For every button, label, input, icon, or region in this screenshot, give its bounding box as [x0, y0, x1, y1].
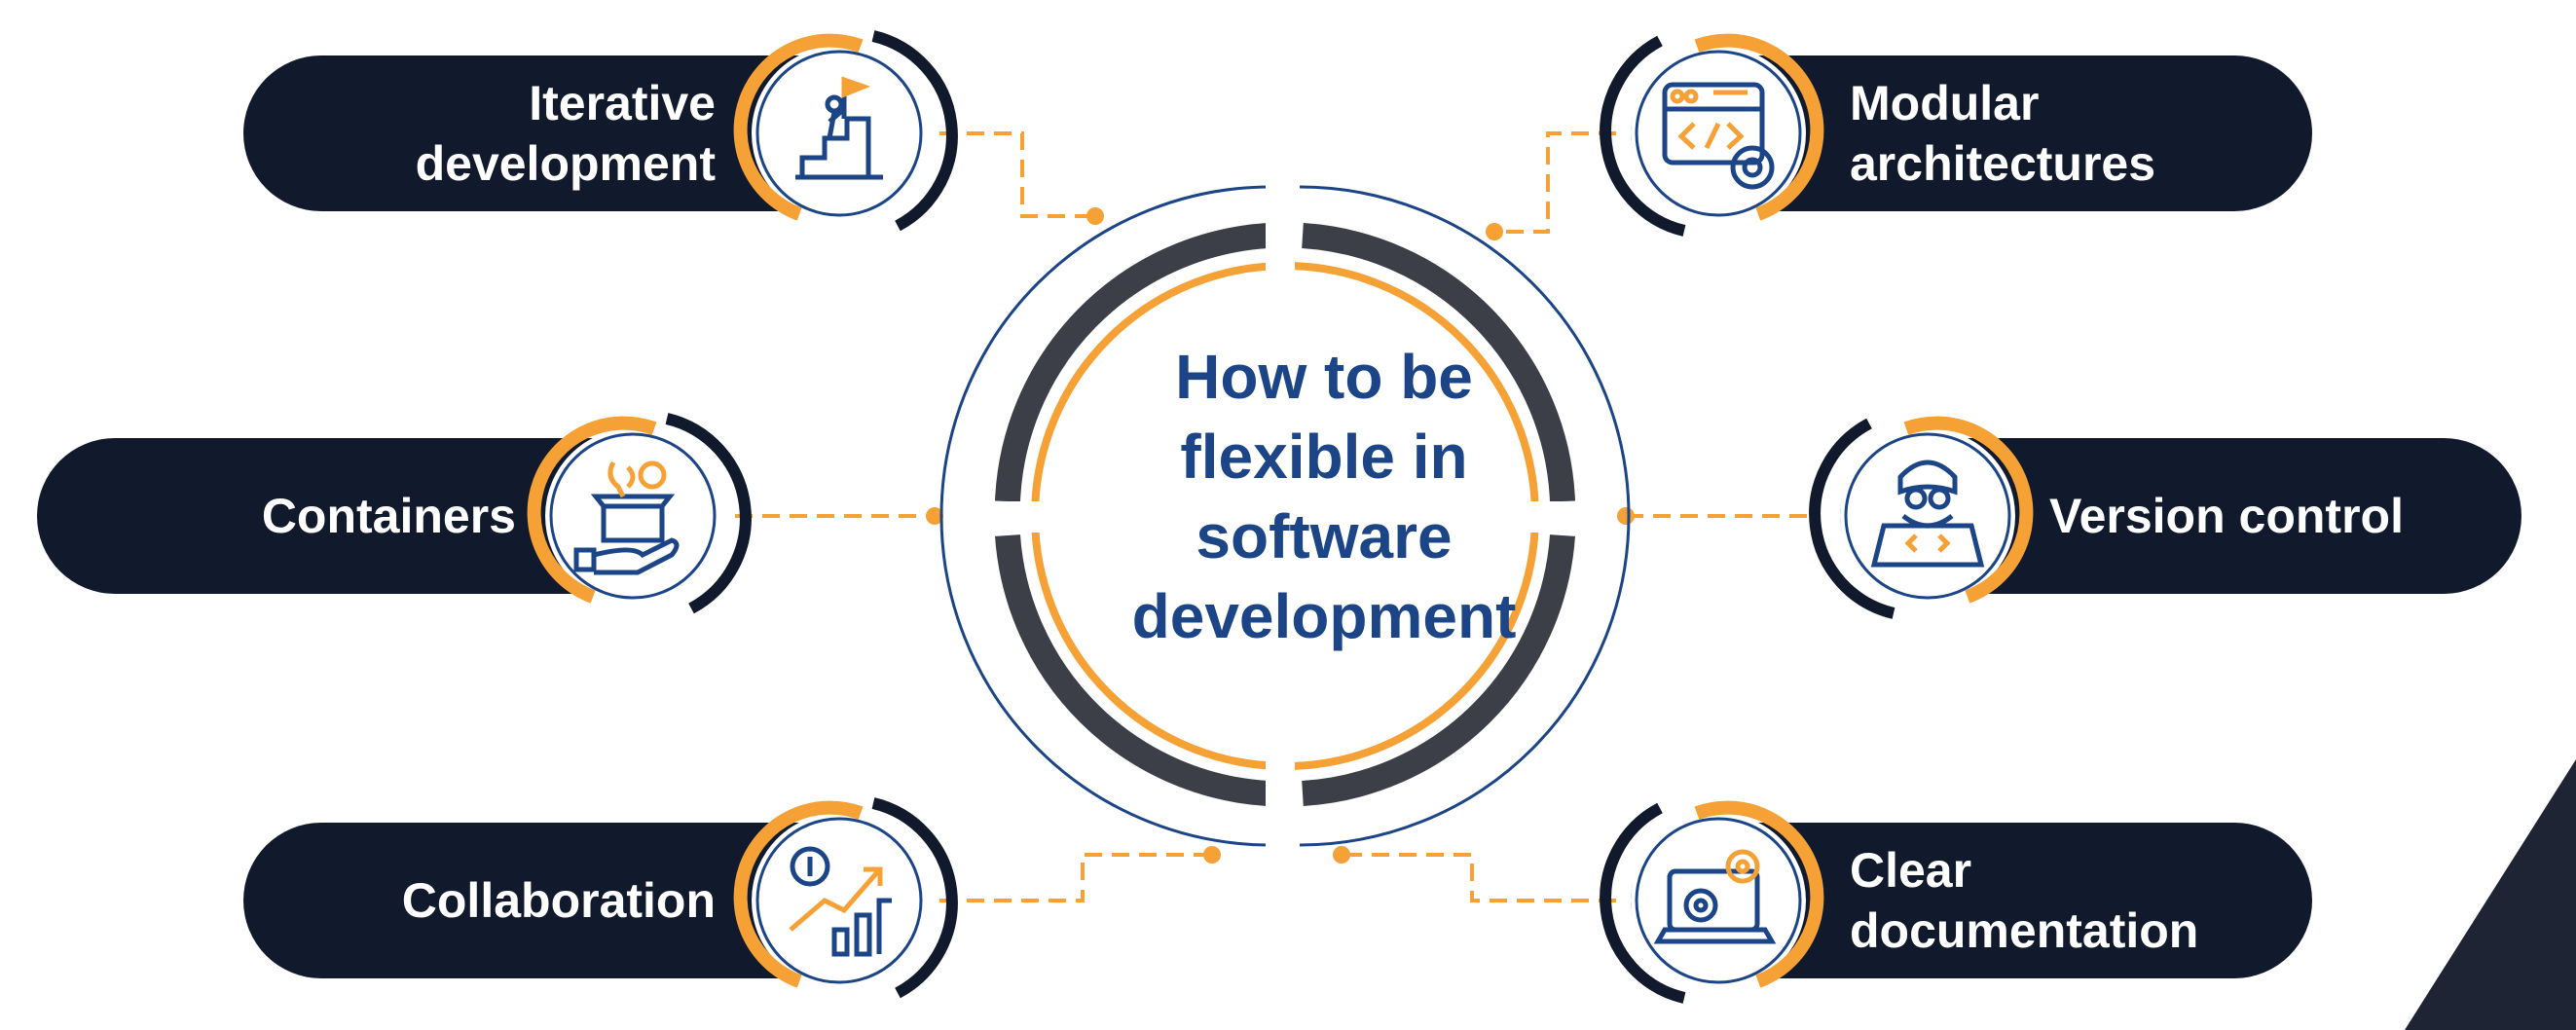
- center-rings: [939, 175, 1631, 857]
- pill-label-collaboration: Collaboration: [243, 823, 716, 978]
- pill-label-containers: Containers: [37, 438, 516, 594]
- corner-shape: [2405, 759, 2576, 1030]
- dot-modular: [1486, 223, 1503, 240]
- label-line: Collaboration: [401, 873, 716, 928]
- center-title: How to be flexible in software developme…: [1051, 331, 1597, 662]
- connector-modular: [1494, 131, 1616, 234]
- label-line: Containers: [261, 489, 516, 543]
- connectors: [735, 131, 1821, 902]
- pill-modular[interactable]: Modular architectures: [1631, 55, 2312, 211]
- label-line: architectures: [1850, 136, 2156, 191]
- pill-version[interactable]: Version control: [1840, 438, 2521, 594]
- connector-iterative: [939, 131, 1095, 218]
- pill-label-documentation: Clear documentation: [1850, 823, 2298, 978]
- dot-collaboration: [1203, 846, 1221, 864]
- connector-documentation: [1342, 853, 1616, 902]
- label-line: Iterative: [529, 76, 716, 130]
- label-line: Version control: [2049, 489, 2404, 543]
- dot-iterative: [1086, 207, 1104, 225]
- dot-documentation: [1333, 846, 1350, 864]
- title-line: development: [1131, 581, 1517, 651]
- dot-containers: [926, 507, 943, 525]
- title-line: flexible in: [1180, 422, 1468, 492]
- pill-containers[interactable]: Containers: [37, 438, 718, 594]
- label-line: development: [415, 136, 716, 191]
- pill-label-modular: Modular architectures: [1850, 55, 2298, 211]
- dark-arc-tl: [995, 223, 1269, 502]
- dark-arc-br: [1302, 534, 1575, 806]
- dot-version: [1617, 507, 1635, 525]
- label-line: Clear: [1850, 843, 1972, 898]
- pill-iterative[interactable]: Iterative development: [243, 55, 925, 211]
- pill-label-version: Version control: [2049, 438, 2507, 594]
- dark-arc-bl: [995, 534, 1269, 806]
- pill-documentation[interactable]: Clear documentation: [1631, 823, 2312, 978]
- title-line: software: [1196, 501, 1453, 571]
- label-line: documentation: [1850, 903, 2199, 958]
- connector-collaboration: [939, 853, 1212, 902]
- outer-ring-right: [1299, 185, 1631, 847]
- center-disc: [1047, 277, 1524, 754]
- pill-label-iterative: Iterative development: [243, 55, 716, 211]
- pill-collaboration[interactable]: Collaboration: [243, 823, 925, 978]
- connector-dots: [926, 207, 1635, 864]
- title-line: How to be: [1175, 342, 1473, 412]
- dark-arc-tr: [1302, 223, 1575, 502]
- outer-ring-left: [939, 185, 1271, 847]
- label-line: Modular: [1850, 76, 2040, 130]
